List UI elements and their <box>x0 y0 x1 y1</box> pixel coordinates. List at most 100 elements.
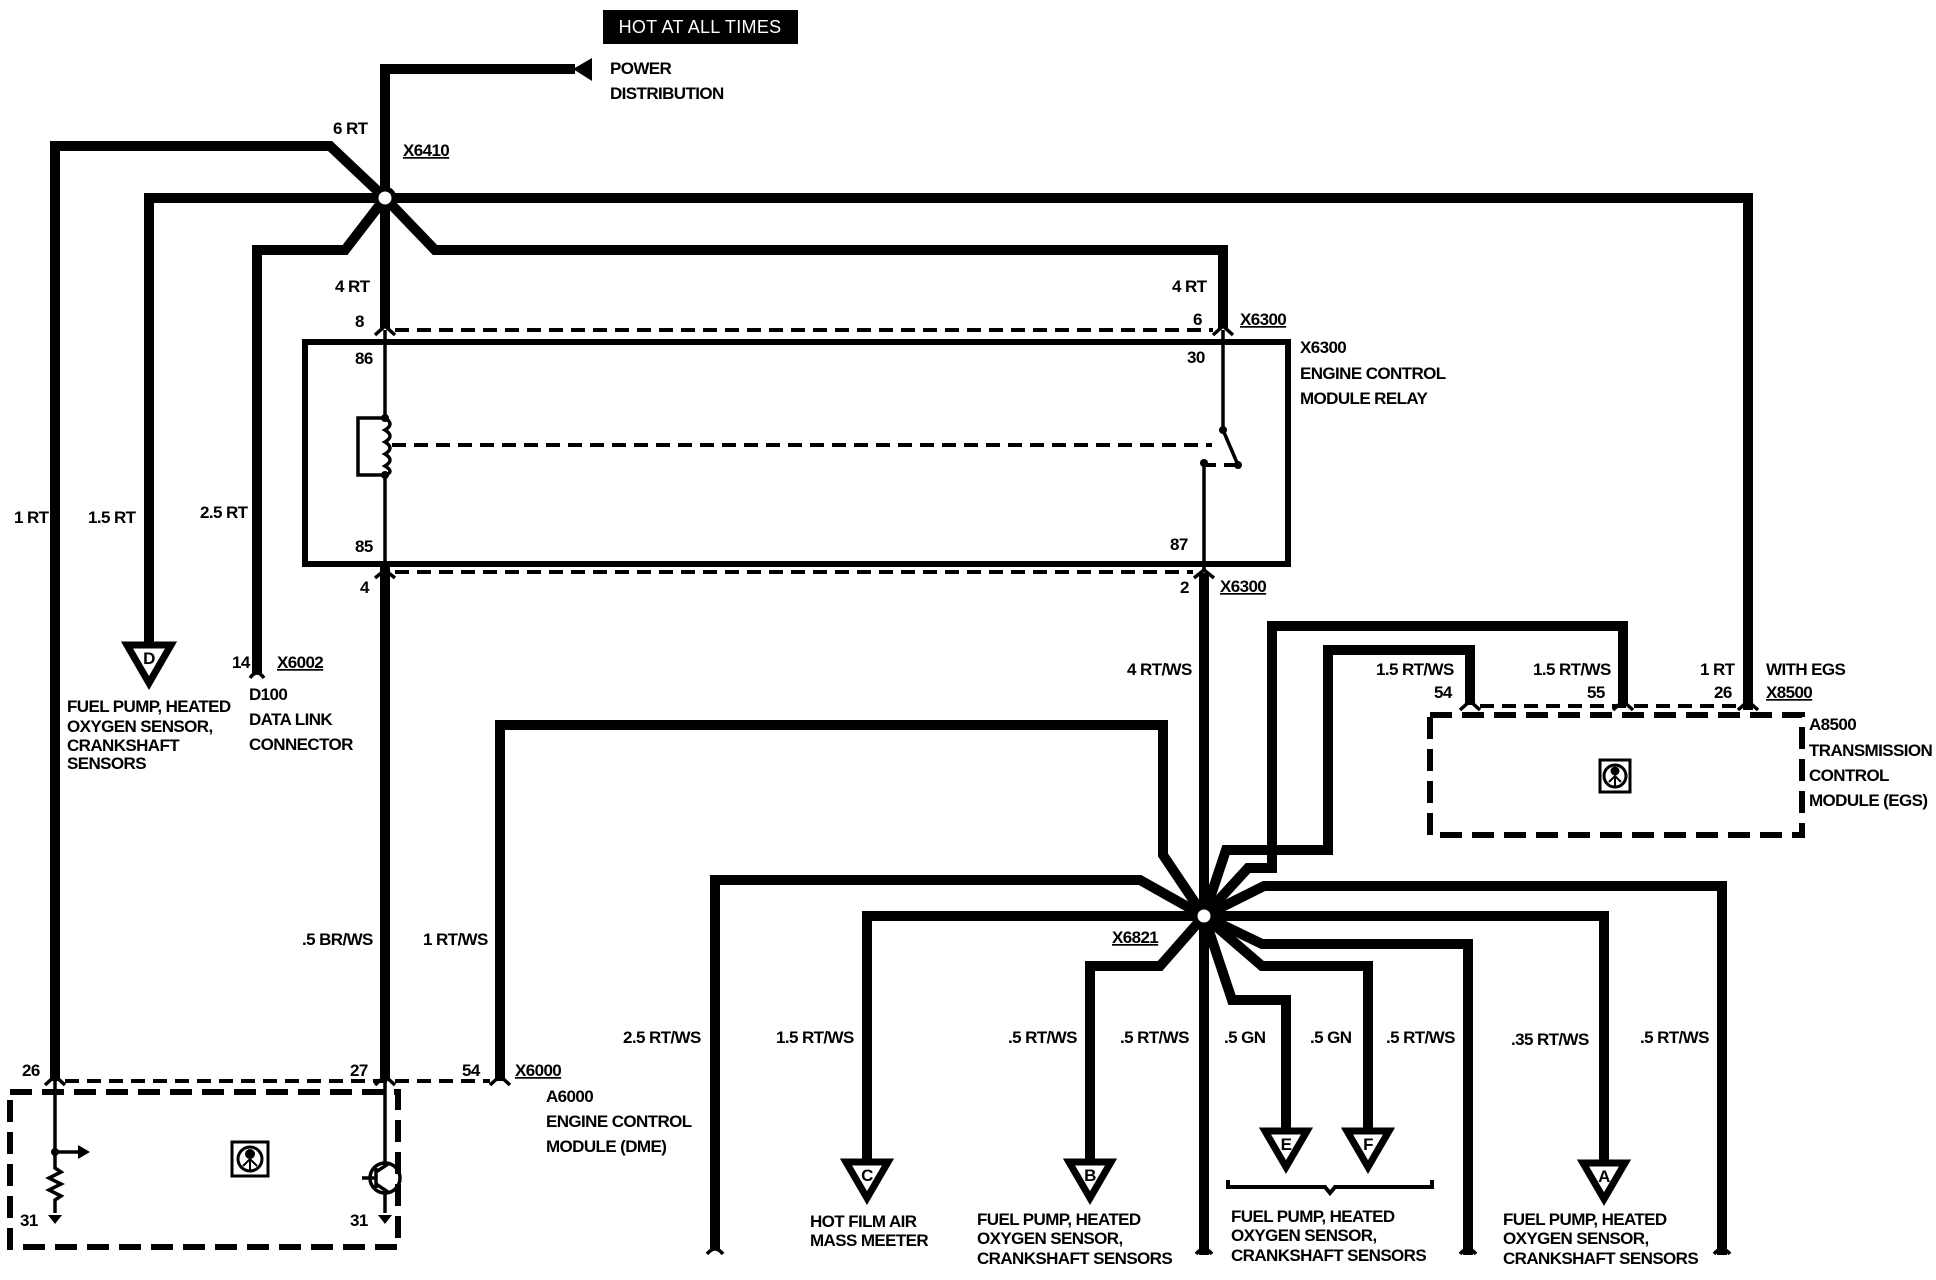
wire-1rt-left <box>50 141 393 1081</box>
relay-pin-8: 8 <box>355 312 364 331</box>
reference-ef-line3: CRANKSHAFT SENSORS <box>1231 1246 1426 1265</box>
wire-label-1rt-left: 1 RT <box>14 508 50 527</box>
splice-x6821-node-icon <box>1192 904 1216 928</box>
relay-name-line2: MODULE RELAY <box>1300 389 1429 408</box>
continuation-icon <box>1458 1247 1478 1256</box>
wire-power-feed <box>380 64 575 200</box>
reference-c-triangle-icon <box>839 1158 895 1205</box>
wire-label-1rtws: 1 RT/WS <box>423 930 488 949</box>
wire-label-4rt-right: 4 RT <box>1172 277 1208 296</box>
data-link-connector-label: X6002 <box>277 653 323 672</box>
splice-x6410-node-icon <box>373 186 397 210</box>
pin-26-egs-connector-icon <box>1736 698 1760 712</box>
data-link-line1: D100 <box>249 685 287 704</box>
reference-c-line1: HOT FILM AIR <box>810 1212 917 1231</box>
control-module-icon <box>230 1140 270 1178</box>
reference-b-line2: OXYGEN SENSOR, <box>977 1229 1123 1248</box>
transistor-icon <box>362 1161 402 1195</box>
wire-0-5rtws-r2 <box>1197 881 1727 1255</box>
reference-a-line3: CRANKSHAFT SENSORS <box>1503 1249 1698 1268</box>
pin-14-connector-icon <box>248 671 266 680</box>
wire-label-0-5rtws-mid: .5 RT/WS <box>1120 1028 1189 1047</box>
egs-pin-55: 55 <box>1587 683 1605 702</box>
wire-label-4rt-left: 4 RT <box>335 277 371 296</box>
relay-pin-2: 2 <box>1180 578 1189 597</box>
reference-e-f-bracket <box>1226 1180 1434 1197</box>
banner-text: HOT AT ALL TIMES <box>619 17 782 37</box>
relay-name-line1: ENGINE CONTROL <box>1300 364 1446 383</box>
egs-qualifier: WITH EGS <box>1766 660 1846 679</box>
dme-module-box <box>7 1089 401 1250</box>
dme-pin-27: 27 <box>350 1061 368 1080</box>
dme-connector-label: X6000 <box>515 1061 561 1080</box>
pin-54-egs-connector-icon <box>1458 698 1482 712</box>
wire-label-0-5gn-e: .5 GN <box>1224 1028 1266 1047</box>
reference-d: D FUEL PUMP, HEATED OXYGEN SENSOR, CRANK… <box>67 641 232 773</box>
wire-2-5rtws <box>710 875 1211 1250</box>
dme-pin-26: 26 <box>22 1061 40 1080</box>
relay-coil-frame <box>356 416 385 477</box>
continuation-icon <box>1194 1247 1214 1256</box>
wire-1rt-egs <box>380 193 1753 710</box>
wire-label-0-5gn-f: .5 GN <box>1310 1028 1352 1047</box>
power-arrow-icon <box>573 58 592 81</box>
continuation-icon <box>1712 1247 1732 1256</box>
wire-label-2-5rtws: 2.5 RT/WS <box>623 1028 701 1047</box>
ground-icon <box>378 1215 392 1224</box>
reference-c-letter: C <box>861 1166 873 1185</box>
wire-label-2-5rt: 2.5 RT <box>200 503 249 522</box>
reference-d-line3: CRANKSHAFT <box>67 736 180 755</box>
ground-icon <box>48 1215 62 1224</box>
reference-a-triangle-icon <box>1576 1159 1632 1206</box>
reference-a: A FUEL PUMP, HEATED OXYGEN SENSOR, CRANK… <box>1503 1159 1699 1268</box>
egs-module-box <box>1427 712 1805 838</box>
wire-1rtws <box>495 720 1211 1081</box>
splice-x6410: X6410 6 RT <box>50 119 1753 1081</box>
splice-x6410-label: X6410 <box>403 141 449 160</box>
pin-27-connector-icon <box>373 1073 397 1087</box>
reference-d-line1: FUEL PUMP, HEATED <box>67 697 231 716</box>
power-label-line1: POWER <box>610 59 672 78</box>
dme-name-line1: ENGINE CONTROL <box>546 1112 692 1131</box>
egs-name-line2: CONTROL <box>1809 766 1889 785</box>
wire-0-5gn-f <box>1196 908 1373 1137</box>
reference-b-line1: FUEL PUMP, HEATED <box>977 1210 1141 1229</box>
reference-c-line2: MASS MEETER <box>810 1231 928 1250</box>
dme-output-arrow-icon <box>78 1145 90 1159</box>
reference-b-line3: CRANKSHAFT SENSORS <box>977 1249 1172 1268</box>
reference-ef-line2: OXYGEN SENSOR, <box>1231 1226 1377 1245</box>
pin-54-connector-icon <box>488 1073 512 1087</box>
relay-connector-top-label: X6300 <box>1240 310 1286 329</box>
wire-1-5rtws-55 <box>1196 621 1628 924</box>
egs-name-line1: TRANSMISSION <box>1809 741 1932 760</box>
data-link-connector: 14 X6002 D100 DATA LINK CONNECTOR <box>232 653 354 754</box>
data-link-pin-14: 14 <box>232 653 251 672</box>
hot-at-all-times-banner: HOT AT ALL TIMES <box>603 10 798 44</box>
dme-pin-54: 54 <box>462 1061 481 1080</box>
wire-label-1-5rtws-c: 1.5 RT/WS <box>776 1028 854 1047</box>
relay-connector-bottom-label: X6300 <box>1220 577 1266 596</box>
reference-b-triangle-icon <box>1062 1158 1118 1205</box>
wire-label-0-35rtws-a: .35 RT/WS <box>1511 1030 1589 1049</box>
relay-name-id: X6300 <box>1300 338 1346 357</box>
wire-0-5gn-e <box>1197 909 1291 1137</box>
reference-f-triangle-icon <box>1340 1127 1396 1174</box>
pin-55-egs-connector-icon <box>1611 698 1635 712</box>
dme-name-line2: MODULE (DME) <box>546 1137 666 1156</box>
egs-connector-label: X8500 <box>1766 683 1812 702</box>
splice-x6821-label: X6821 <box>1112 928 1158 947</box>
power-label-line2: DISTRIBUTION <box>610 84 724 103</box>
dme-resistor-icon <box>45 1152 65 1213</box>
reference-a-letter: A <box>1598 1167 1610 1186</box>
wire-0-5rtws-b <box>1085 908 1212 1165</box>
relay-box <box>302 339 1291 567</box>
wire-2-5rt <box>252 190 393 673</box>
pin-26-connector-icon <box>43 1073 67 1087</box>
reference-a-line2: OXYGEN SENSOR, <box>1503 1229 1649 1248</box>
wire-label-1-5rt: 1.5 RT <box>88 508 137 527</box>
reference-d-line4: SENSORS <box>67 754 146 773</box>
reference-ef-line1: FUEL PUMP, HEATED <box>1231 1207 1395 1226</box>
wire-0-35rtws-a <box>1199 911 1609 1173</box>
pin-8-connector-icon <box>373 323 397 337</box>
